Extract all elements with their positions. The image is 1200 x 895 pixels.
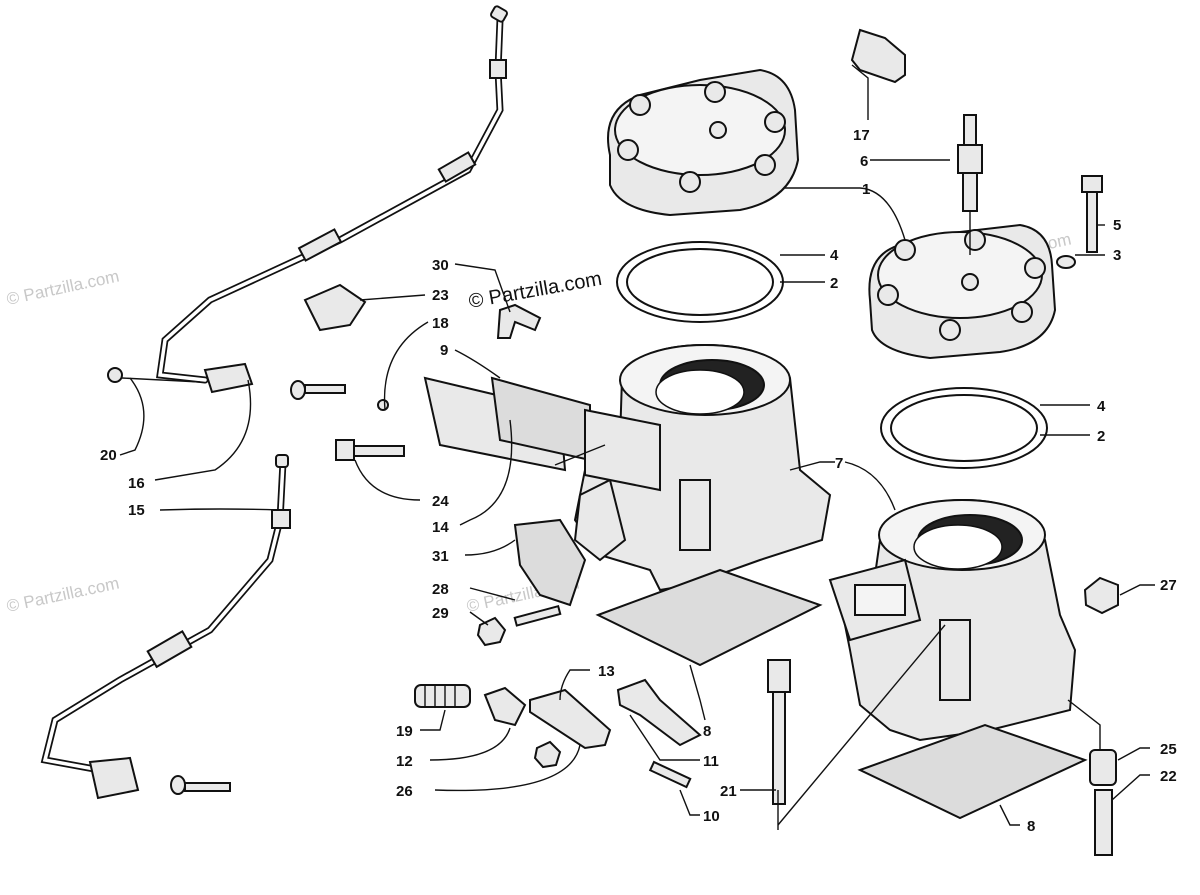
head-orings-upper <box>616 241 784 323</box>
callout-20: 20 <box>100 447 117 464</box>
gasket-31 <box>513 518 587 607</box>
clip-23 <box>303 283 367 332</box>
watermark-left-bottom: © Partzilla.com <box>5 574 121 616</box>
lever-13 <box>529 688 612 750</box>
callout-21: 21 <box>720 783 737 800</box>
elbow-30 <box>496 303 542 339</box>
base-gasket-8-upper <box>595 568 823 667</box>
callout-2-lower: 2 <box>1097 428 1105 445</box>
valve-11 <box>616 678 702 747</box>
lower-cable-assembly <box>40 454 291 800</box>
callout-24: 24 <box>432 493 449 510</box>
oring-18 <box>377 399 389 411</box>
callout-8-lower: 8 <box>1027 818 1035 835</box>
callout-2-upper: 2 <box>830 275 838 292</box>
callout-9: 9 <box>440 342 448 359</box>
cylinder-7-upper <box>573 343 832 592</box>
cap-12 <box>483 686 527 727</box>
bolt-21 <box>767 659 791 805</box>
callout-14: 14 <box>432 519 449 536</box>
callout-16: 16 <box>128 475 145 492</box>
callout-27: 27 <box>1160 577 1177 594</box>
callout-17: 17 <box>853 127 870 144</box>
nut-27 <box>1083 576 1119 615</box>
cylinder-head-1-upper <box>607 68 800 217</box>
reed-valve <box>584 408 661 492</box>
callout-13: 13 <box>598 663 615 680</box>
stud-22 <box>1094 789 1113 856</box>
callout-12: 12 <box>396 753 413 770</box>
head-orings-lower <box>880 387 1048 469</box>
watermark-left-top: © Partzilla.com <box>5 267 121 309</box>
base-gasket-8-lower <box>857 723 1088 820</box>
bolt-5 <box>1081 175 1103 253</box>
callout-4-lower: 4 <box>1097 398 1106 415</box>
bracket-17 <box>850 28 906 84</box>
bolt-24 <box>335 439 405 461</box>
callout-23: 23 <box>432 287 449 304</box>
callout-3: 3 <box>1113 247 1121 264</box>
upper-cable-assembly <box>156 5 508 400</box>
nut-26 <box>533 740 562 769</box>
callout-25: 25 <box>1160 741 1177 758</box>
callout-31: 31 <box>432 548 449 565</box>
callout-8-upper: 8 <box>703 723 711 740</box>
stud-28 <box>513 604 562 627</box>
callout-22: 22 <box>1160 768 1177 785</box>
callout-19: 19 <box>396 723 413 740</box>
callout-10: 10 <box>703 808 720 825</box>
callout-4-upper: 4 <box>830 247 839 264</box>
callout-15: 15 <box>128 502 145 519</box>
callout-1: 1 <box>862 181 870 198</box>
callout-6: 6 <box>860 153 868 170</box>
screw-20 <box>107 367 201 383</box>
spacer-25 <box>1089 749 1117 786</box>
callout-18: 18 <box>432 315 449 332</box>
leader-lines <box>119 64 1155 830</box>
watermark-main: © Partzilla.com <box>467 268 604 313</box>
callout-29: 29 <box>432 605 449 622</box>
cylinder-head-1-lower <box>868 223 1057 360</box>
callout-7: 7 <box>835 455 843 472</box>
callout-26: 26 <box>396 783 413 800</box>
callout-30: 30 <box>432 257 449 274</box>
nut-29 <box>476 616 507 647</box>
callout-11: 11 <box>703 753 719 770</box>
spring-19 <box>414 684 471 708</box>
callout-28: 28 <box>432 581 449 598</box>
spark-plug-6 <box>957 114 983 255</box>
callout-5: 5 <box>1113 217 1121 234</box>
washer-3 <box>1056 255 1076 269</box>
bolt-10 <box>648 760 692 789</box>
cylinder-7-lower <box>828 498 1077 742</box>
